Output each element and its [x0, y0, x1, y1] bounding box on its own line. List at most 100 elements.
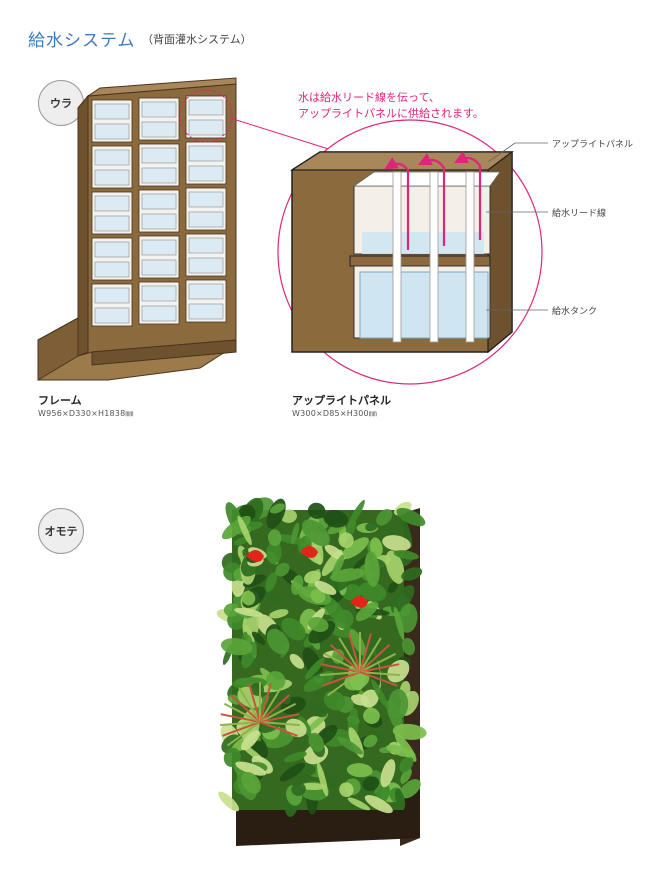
- leaf: [362, 776, 380, 792]
- red-flower: [246, 550, 264, 562]
- leaf: [371, 679, 389, 710]
- leaf: [235, 761, 267, 776]
- leaf: [327, 776, 339, 789]
- spiky-leaf: [238, 687, 261, 723]
- leaf: [341, 537, 369, 560]
- leaf: [308, 732, 325, 752]
- label-water-lead: 給水リード線: [552, 209, 607, 219]
- spiky-leaf: [259, 721, 300, 727]
- leaf: [241, 590, 256, 606]
- spiky-leaf: [248, 683, 261, 723]
- spiky-leaf: [359, 637, 382, 673]
- panel-tray: [94, 215, 130, 232]
- panel-tray: [141, 285, 177, 302]
- panel-caption-size: W300×D85×H300㎜: [292, 409, 378, 418]
- spiky-leaf: [259, 713, 300, 723]
- leaf: [291, 575, 304, 595]
- leaf: [394, 788, 406, 810]
- leaf: [387, 581, 398, 593]
- spiky-leaf: [223, 702, 261, 723]
- spiky-leaf: [259, 687, 282, 723]
- leaf: [218, 791, 240, 812]
- leaf: [396, 507, 426, 527]
- spiky-leaf: [320, 671, 361, 677]
- panel-tray: [94, 241, 130, 258]
- leaf: [259, 716, 285, 734]
- leaf: [401, 517, 413, 549]
- panel-tray: [94, 287, 130, 304]
- leaf: [266, 628, 290, 655]
- frame-caption-name: フレーム: [38, 394, 82, 407]
- spiky-leaf: [359, 663, 400, 673]
- leaf: [393, 550, 419, 560]
- spiky-leaf: [338, 637, 361, 673]
- panel-tray: [94, 123, 130, 140]
- panel-tray: [188, 99, 224, 116]
- front-view-badge: オモテ: [38, 508, 84, 554]
- leaf: [314, 580, 337, 595]
- page-title: 給水システム: [28, 31, 136, 51]
- leaf: [311, 702, 328, 718]
- leaf: [301, 519, 331, 547]
- leaf: [331, 554, 345, 578]
- spiky-leaf: [327, 671, 361, 697]
- leaf: [363, 734, 378, 748]
- leaf: [308, 620, 336, 644]
- panel-tray: [188, 119, 224, 136]
- panel-tray: [94, 169, 130, 186]
- panel-tray: [94, 195, 130, 212]
- leaf: [386, 744, 416, 758]
- leaf: [364, 551, 380, 587]
- panel-tray: [141, 193, 177, 210]
- panel-tray: [141, 239, 177, 256]
- spiky-leaf: [359, 652, 397, 673]
- leaf: [365, 521, 378, 532]
- leaf: [289, 653, 305, 669]
- leaf: [392, 723, 427, 740]
- spiky-leaf: [220, 713, 261, 723]
- water-flow-note: 水は給水リード線を伝って、 アップライトパネルに供給されます。: [298, 90, 484, 122]
- frame-panels: [91, 95, 227, 327]
- spiky-leaf: [322, 671, 361, 687]
- spiky-leaf: [329, 644, 361, 673]
- red-flower: [300, 546, 318, 558]
- spiky-leaf: [229, 694, 261, 723]
- panel-tray: [188, 237, 224, 254]
- leaf: [307, 502, 326, 519]
- leaf: [363, 707, 380, 725]
- leaf: [401, 567, 423, 581]
- leaf: [339, 782, 354, 798]
- leaf: [382, 535, 411, 552]
- leaf: [338, 532, 354, 548]
- leaf: [275, 562, 290, 577]
- leaf: [399, 756, 414, 773]
- leaf: [310, 588, 326, 604]
- leaf: [360, 689, 379, 708]
- leaf: [234, 607, 263, 617]
- spiky-leaf: [259, 694, 291, 723]
- leaf: [400, 779, 421, 799]
- leaf: [380, 759, 396, 788]
- panel-tray: [141, 213, 177, 230]
- leaf: [241, 730, 260, 751]
- spiky-leaf: [359, 633, 372, 673]
- panel-tray: [188, 283, 224, 300]
- note-line-2: アップライトパネルに供給されます。: [298, 107, 484, 120]
- panel-tray: [94, 103, 130, 120]
- frame-caption-size: W956×D330×H1838㎜: [38, 409, 134, 418]
- leaf: [402, 637, 415, 656]
- panel-caption-name: アップライトパネル: [292, 394, 391, 407]
- red-flower: [350, 596, 368, 608]
- label-upright-panel: アップライトパネル: [552, 140, 634, 150]
- panel-tray: [141, 101, 177, 118]
- leaf: [349, 629, 367, 656]
- panel-tray: [188, 303, 224, 320]
- leaf: [303, 670, 335, 692]
- panel-tray: [94, 261, 130, 278]
- leaf: [364, 795, 393, 814]
- leaf: [267, 529, 282, 547]
- back-view-badge: ウラ: [38, 80, 84, 126]
- leaf: [276, 534, 305, 545]
- panel-tray: [188, 211, 224, 228]
